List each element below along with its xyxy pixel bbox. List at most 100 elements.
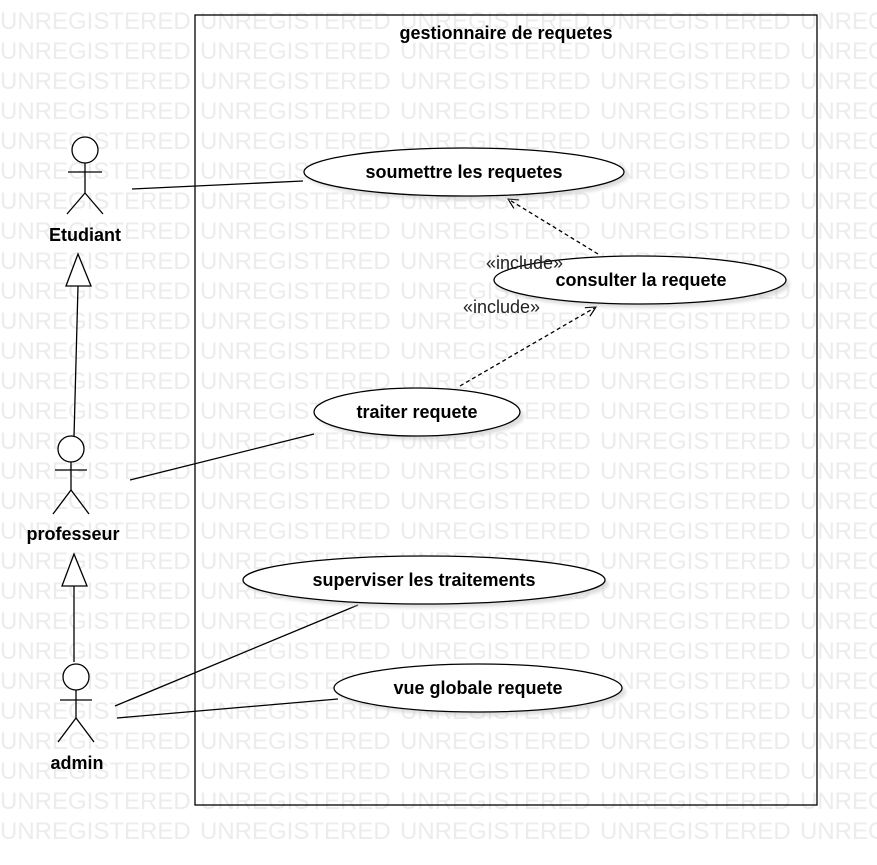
watermark-text: UNREGISTERED xyxy=(800,158,877,185)
watermark-text: UNREGISTERED xyxy=(800,188,877,215)
generalization-professeur-etudiant[interactable] xyxy=(65,252,92,438)
watermark-text: UNREGISTERED xyxy=(600,578,791,605)
watermark-text: UNREGISTERED xyxy=(800,398,877,425)
include-traiter-consulter[interactable] xyxy=(459,307,596,387)
watermark-text: UNREGISTERED xyxy=(0,488,191,515)
use-case-superviser[interactable]: superviser les traitements xyxy=(242,555,609,608)
actor-etudiant[interactable]: Etudiant xyxy=(49,136,121,245)
stick-figure-icon xyxy=(52,435,90,515)
watermark-text: UNREGISTERED xyxy=(0,308,191,335)
use-case-traiter[interactable]: traiter requete xyxy=(313,387,524,440)
watermark-text: UNREGISTERED xyxy=(0,788,191,815)
watermark-text: UNREGISTERED xyxy=(200,758,391,785)
watermark-text: UNREGISTERED xyxy=(600,218,791,245)
use-case-consulter[interactable]: consulter la requete xyxy=(493,255,790,308)
watermark-text: UNREGISTERED xyxy=(400,218,591,245)
watermark-text: UNREGISTERED xyxy=(200,38,391,65)
association-professeur-traiter[interactable] xyxy=(129,433,315,481)
watermark-text: UNREGISTERED xyxy=(0,398,191,425)
watermark-text: UNREGISTERED xyxy=(600,758,791,785)
watermark-text: UNREGISTERED xyxy=(400,488,591,515)
watermark-text: UNREGISTERED xyxy=(400,518,591,545)
watermark-text: UNREGISTERED xyxy=(0,758,191,785)
association-admin-vue-globale[interactable] xyxy=(116,698,339,719)
watermark-text: UNREGISTERED xyxy=(600,728,791,755)
use-case-ellipse xyxy=(333,663,623,713)
watermark-text: UNREGISTERED xyxy=(600,368,791,395)
watermark-text: UNREGISTERED xyxy=(600,488,791,515)
use-case-soumettre[interactable]: soumettre les requetes xyxy=(303,147,628,200)
watermark-text: UNREGISTERED xyxy=(400,758,591,785)
watermark-text: UNREGISTERED xyxy=(600,518,791,545)
watermark-text: UNREGISTERED xyxy=(0,818,191,845)
watermark-text: UNREGISTERED xyxy=(600,308,791,335)
include-consulter-soumettre[interactable] xyxy=(508,199,599,255)
watermark-text: UNREGISTERED xyxy=(0,188,191,215)
watermark-text: UNREGISTERED xyxy=(200,308,391,335)
watermark-text: UNREGISTERED xyxy=(800,98,877,125)
watermark-text: UNREGISTERED xyxy=(0,98,191,125)
watermark-text: UNREGISTERED xyxy=(800,638,877,665)
system-boundary[interactable]: gestionnaire de requetes xyxy=(194,14,818,806)
use-case-label: vue globale requete xyxy=(393,678,562,698)
watermark-text: UNREGISTERED xyxy=(200,128,391,155)
stick-figure-icon xyxy=(66,136,104,215)
watermark-text: UNREGISTERED xyxy=(0,38,191,65)
system-boundary-frame xyxy=(194,14,818,806)
use-case-label: soumettre les requetes xyxy=(365,162,562,182)
use-case-ellipse xyxy=(303,147,625,197)
watermark-text: UNREGISTERED xyxy=(600,338,791,365)
watermark-text: UNREGISTERED xyxy=(400,308,591,335)
watermark-text: UNREGISTERED xyxy=(800,338,877,365)
watermark-text: UNREGISTERED xyxy=(600,188,791,215)
use-case-vue-globale[interactable]: vue globale requete xyxy=(333,663,626,716)
watermark-text: UNREGISTERED xyxy=(400,98,591,125)
actor-professeur[interactable]: professeur xyxy=(26,435,120,544)
watermark-text: UNREGISTERED xyxy=(800,458,877,485)
watermark-text: UNREGISTERED xyxy=(200,68,391,95)
use-case-label: consulter la requete xyxy=(555,270,726,290)
watermark-text: UNREGISTERED xyxy=(600,548,791,575)
watermark-text: UNREGISTERED xyxy=(800,728,877,755)
watermark-text: UNREGISTERED xyxy=(600,698,791,725)
watermark-text: UNREGISTERED xyxy=(0,728,191,755)
watermark-text: UNREGISTERED xyxy=(400,818,591,845)
watermark-text: UNREGISTERED xyxy=(0,428,191,455)
watermark-text: UNREGISTERED xyxy=(800,698,877,725)
watermark-text: UNREGISTERED xyxy=(800,578,877,605)
watermark-text: UNREGISTERED xyxy=(200,728,391,755)
watermark-text: UNREGISTERED xyxy=(800,758,877,785)
watermark-text: UNREGISTERED xyxy=(800,518,877,545)
watermark-text: UNREGISTERED xyxy=(600,68,791,95)
watermark-text: UNREGISTERED xyxy=(800,308,877,335)
association-etudiant-soumettre[interactable] xyxy=(131,180,304,190)
actor-admin[interactable]: admin xyxy=(50,663,104,773)
watermark-text: UNREGISTERED xyxy=(600,8,791,35)
generalization-admin-professeur[interactable] xyxy=(61,552,88,662)
watermark-text: UNREGISTERED xyxy=(600,638,791,665)
watermark-text: UNREGISTERED xyxy=(600,458,791,485)
watermark-text: UNREGISTERED xyxy=(0,278,191,305)
watermark-text: UNREGISTERED xyxy=(0,68,191,95)
watermark-text: UNREGISTERED xyxy=(400,788,591,815)
watermark-text: UNREGISTERED xyxy=(800,248,877,275)
watermark-text: UNREGISTERED xyxy=(0,8,191,35)
watermark-text: UNREGISTERED xyxy=(800,608,877,635)
watermark-text: UNREGISTERED xyxy=(400,338,591,365)
watermark-text: UNREGISTERED xyxy=(600,428,791,455)
watermark-text: UNREGISTERED xyxy=(0,458,191,485)
association-admin-superviser[interactable] xyxy=(114,604,359,707)
watermark-text: UNREGISTERED xyxy=(800,8,877,35)
watermark-text: UNREGISTERED xyxy=(200,518,391,545)
watermark-text: UNREGISTERED xyxy=(800,218,877,245)
include-dependencies xyxy=(459,199,599,387)
watermark-text: UNREGISTERED xyxy=(600,98,791,125)
watermark-text: UNREGISTERED xyxy=(400,458,591,485)
watermark-text: UNREGISTERED xyxy=(0,248,191,275)
actor-name: admin xyxy=(50,753,103,773)
watermark-text: UNREGISTERED xyxy=(200,98,391,125)
use-case-label: traiter requete xyxy=(356,402,477,422)
